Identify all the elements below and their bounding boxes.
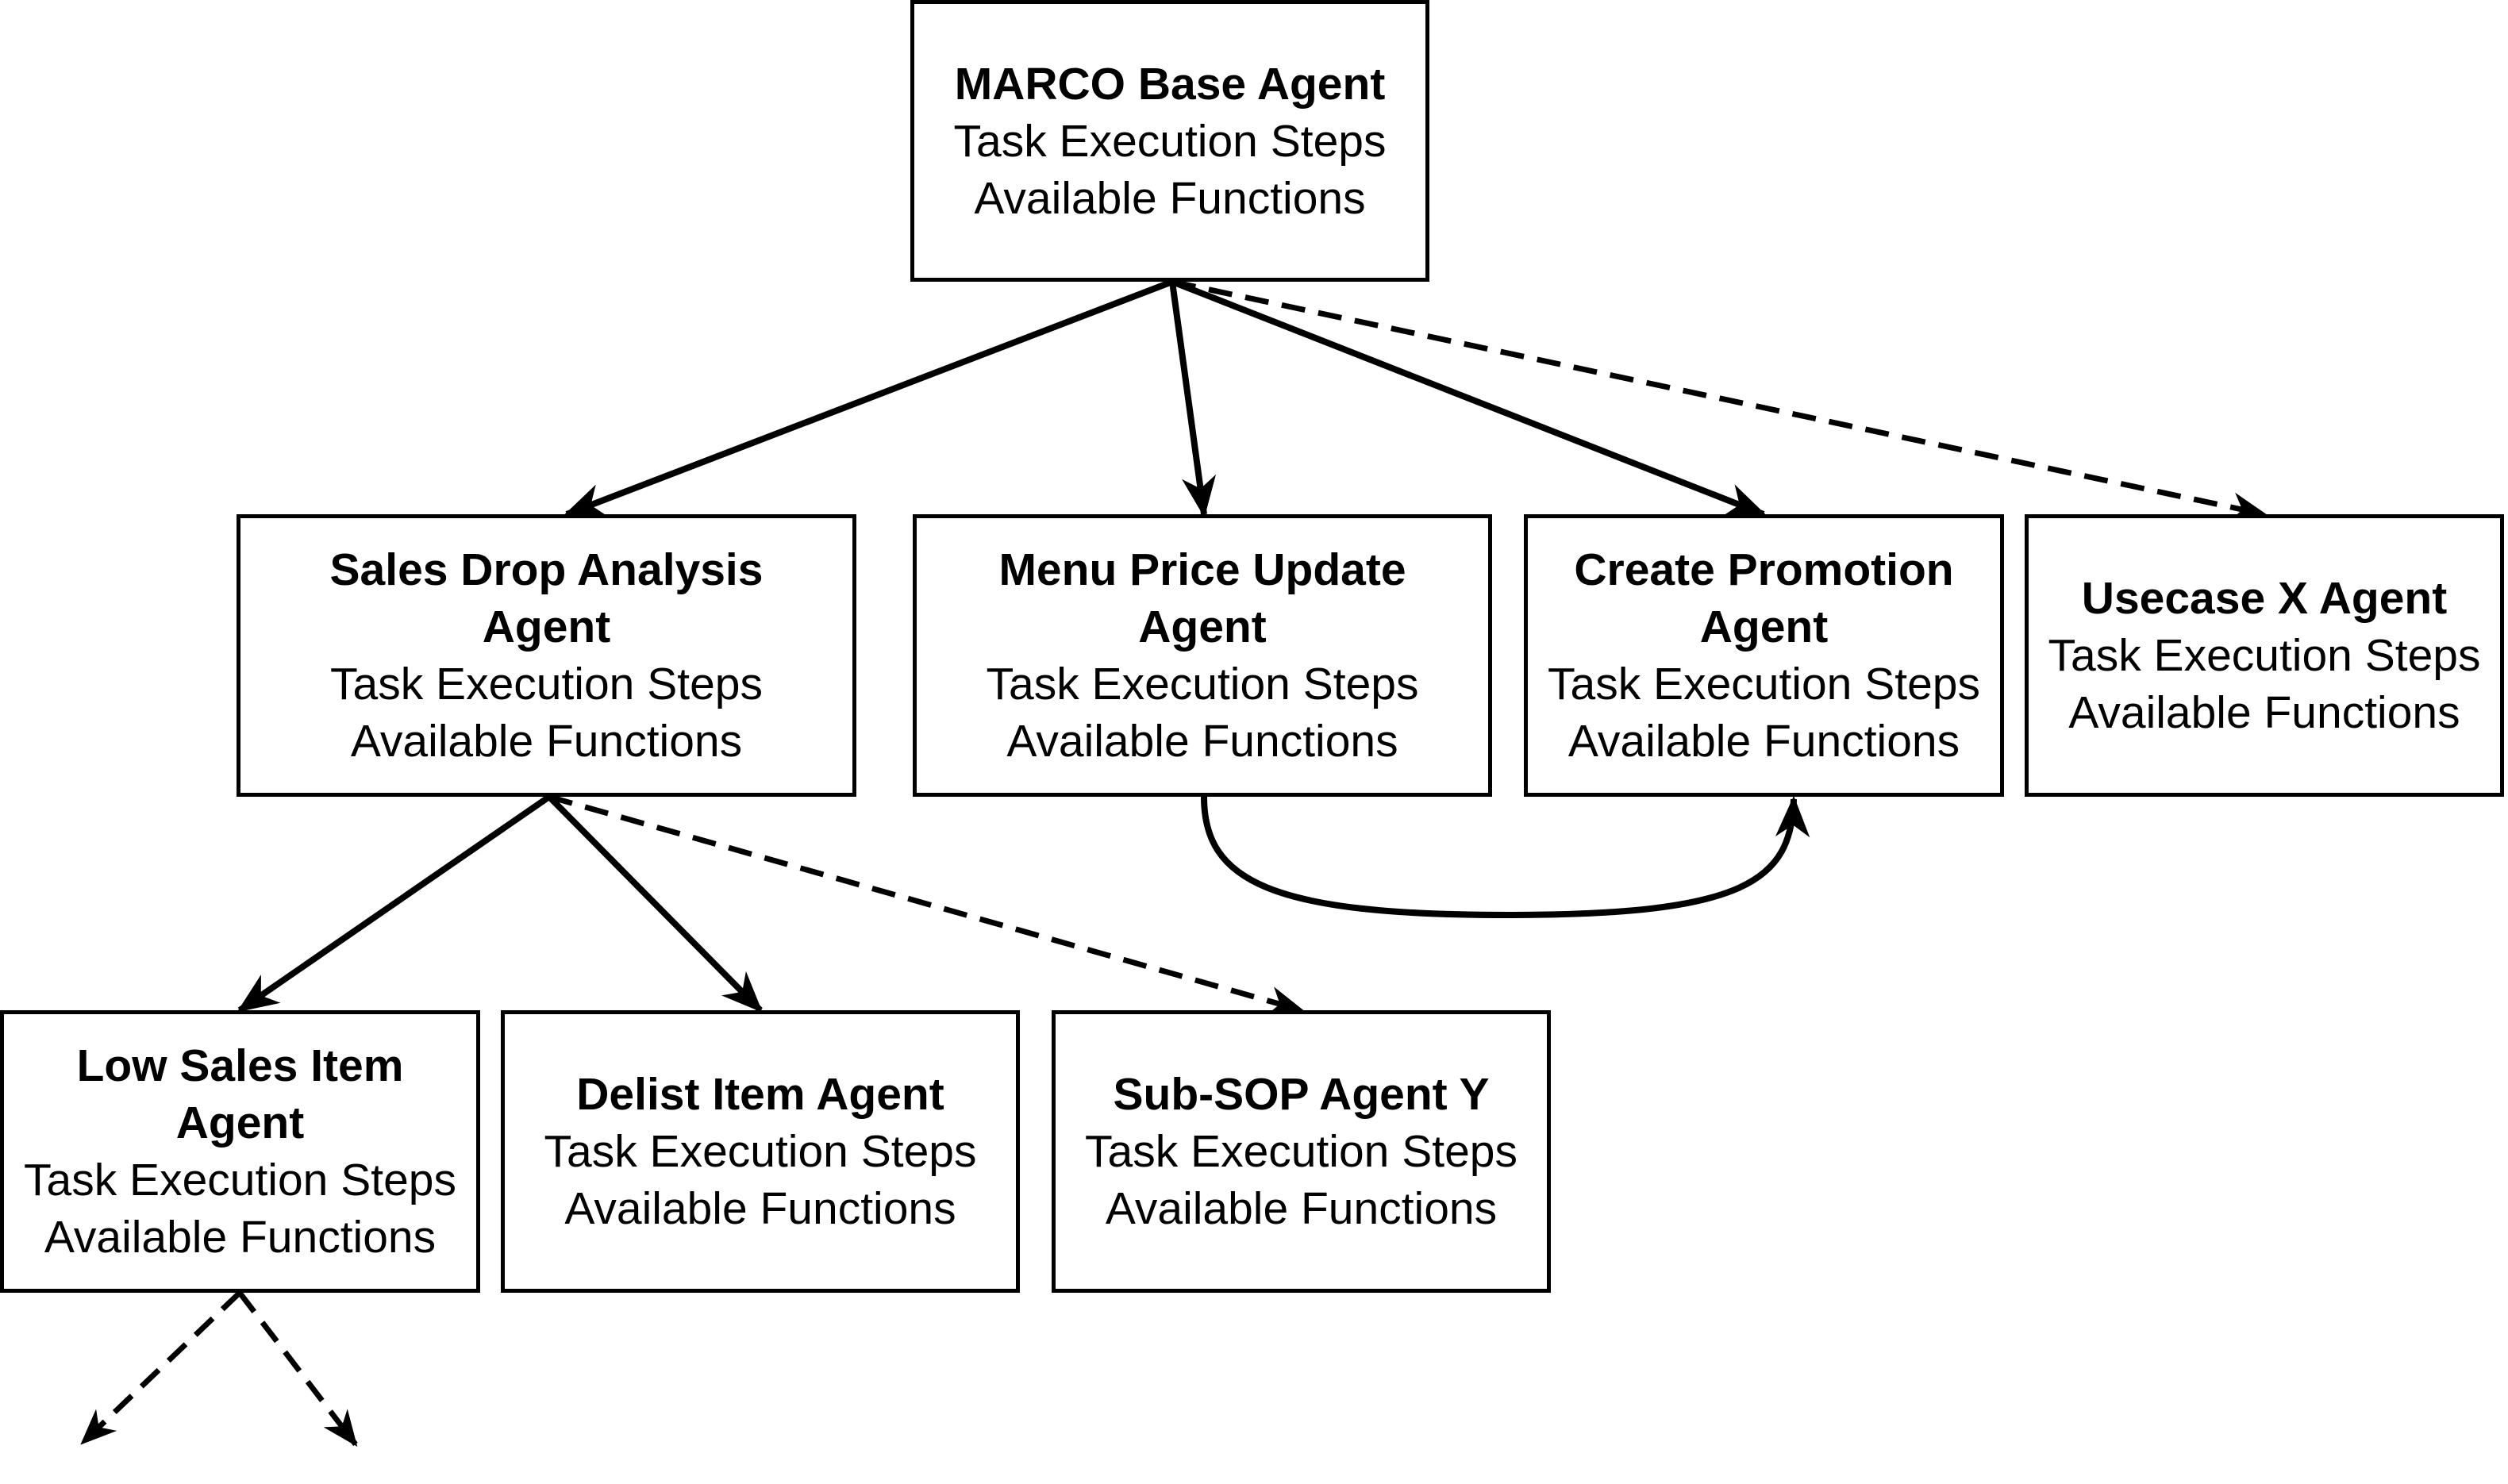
- node-title: Delist Item Agent: [576, 1069, 944, 1120]
- node-line-functions: Available Functions: [2068, 687, 2460, 738]
- node-line-task-steps: Task Execution Steps: [544, 1126, 977, 1177]
- node-title-line-1: Menu Price Update: [998, 544, 1406, 595]
- sub-sop-agent-y-node: Sub-SOP Agent Y Task Execution Steps Ava…: [1052, 1010, 1551, 1293]
- node-title: Usecase X Agent: [2081, 573, 2448, 624]
- create-promotion-agent-node: Create Promotion Agent Task Execution St…: [1524, 514, 2004, 797]
- node-title-line-1: Create Promotion: [1574, 544, 1954, 595]
- node-title-line-2: Agent: [1138, 602, 1267, 652]
- edge-base-to-sales-drop: [563, 279, 1174, 517]
- node-title-line-1: Low Sales Item: [76, 1040, 404, 1091]
- node-line-task-steps: Task Execution Steps: [1548, 659, 1980, 709]
- edge-sales-drop-to-sub-sop: [548, 794, 1305, 1016]
- node-title: Sub-SOP Agent Y: [1113, 1069, 1490, 1120]
- node-title: MARCO Base Agent: [954, 58, 1386, 110]
- edge-sales-drop-to-delist: [547, 794, 764, 1013]
- node-line-functions: Available Functions: [1568, 716, 1960, 767]
- node-line-functions: Available Functions: [1105, 1183, 1498, 1234]
- marco-base-agent-node: MARCO Base Agent Task Execution Steps Av…: [910, 0, 1429, 282]
- edge-low-sales-to-child-left: [80, 1290, 242, 1445]
- edge-sales-drop-to-low-sales: [237, 794, 552, 1013]
- edge-base-to-usecase-x: [1171, 279, 2268, 522]
- node-line-task-steps: Task Execution Steps: [2048, 630, 2481, 681]
- node-line-task-steps: Task Execution Steps: [986, 659, 1419, 709]
- node-line-functions: Available Functions: [564, 1183, 956, 1234]
- node-line-functions: Available Functions: [350, 716, 743, 767]
- menu-price-update-agent-node: Menu Price Update Agent Task Execution S…: [913, 514, 1492, 797]
- node-line-task-steps: Task Execution Steps: [953, 115, 1387, 167]
- node-title-line-2: Agent: [175, 1098, 305, 1148]
- sales-drop-analysis-agent-node: Sales Drop Analysis Agent Task Execution…: [237, 514, 856, 797]
- node-line-task-steps: Task Execution Steps: [330, 659, 763, 709]
- node-title-line-2: Agent: [1699, 602, 1829, 652]
- edge-base-to-menu-price: [1169, 281, 1217, 518]
- node-line-functions: Available Functions: [44, 1212, 437, 1263]
- usecase-x-agent-node: Usecase X Agent Task Execution Steps Ava…: [2025, 514, 2504, 797]
- node-title-line-2: Agent: [482, 602, 611, 652]
- node-line-task-steps: Task Execution Steps: [24, 1155, 456, 1205]
- edge-menu-price-to-promotion: [1201, 795, 1810, 919]
- node-title-line-1: Sales Drop Analysis: [329, 544, 764, 595]
- low-sales-item-agent-node: Low Sales Item Agent Task Execution Step…: [0, 1010, 480, 1293]
- edge-base-to-promotion: [1171, 279, 1768, 517]
- node-line-functions: Available Functions: [974, 172, 1366, 224]
- edge-low-sales-to-child-right: [237, 1290, 358, 1447]
- node-line-task-steps: Task Execution Steps: [1085, 1126, 1517, 1177]
- delist-item-agent-node: Delist Item Agent Task Execution Steps A…: [501, 1010, 1020, 1293]
- node-line-functions: Available Functions: [1006, 716, 1398, 767]
